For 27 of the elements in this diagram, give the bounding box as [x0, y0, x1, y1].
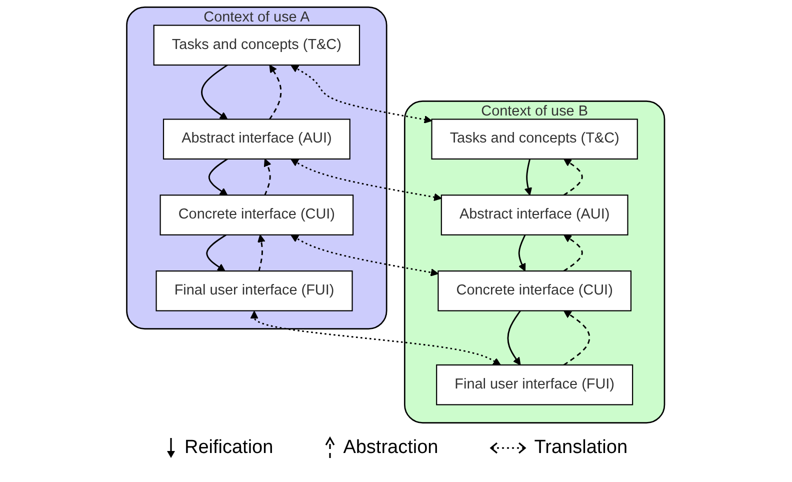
node-box: Tasks and concepts (T&C) — [432, 118, 638, 160]
legend-label: Reification — [184, 437, 274, 459]
arrow — [201, 64, 228, 120]
legend-label: Translation — [534, 437, 628, 459]
arrow — [206, 234, 227, 272]
node-box: Abstract interface (AUI) — [163, 118, 351, 160]
arrow — [508, 310, 522, 366]
node-box: Tasks and concepts (T&C) — [154, 24, 360, 66]
node-box: Abstract interface (AUI) — [441, 194, 629, 236]
node-box: Concrete interface (CUI) — [160, 194, 354, 236]
arrow — [208, 158, 228, 196]
node-box: Concrete interface (CUI) — [438, 270, 632, 312]
node-box: Final user interface (FUI) — [436, 364, 634, 406]
legend-label: Abstraction — [343, 437, 438, 459]
arrow — [264, 158, 272, 196]
arrow — [564, 234, 584, 272]
node-box: Final user interface (FUI) — [156, 270, 354, 312]
arrow — [258, 234, 266, 272]
arrow — [250, 310, 502, 366]
arrow — [564, 158, 584, 196]
arrow — [291, 234, 439, 276]
arrow — [524, 158, 532, 196]
arrow — [291, 158, 442, 202]
arrow — [518, 234, 526, 272]
arrow — [269, 64, 282, 120]
arrow — [564, 310, 591, 366]
arrow — [291, 64, 432, 124]
